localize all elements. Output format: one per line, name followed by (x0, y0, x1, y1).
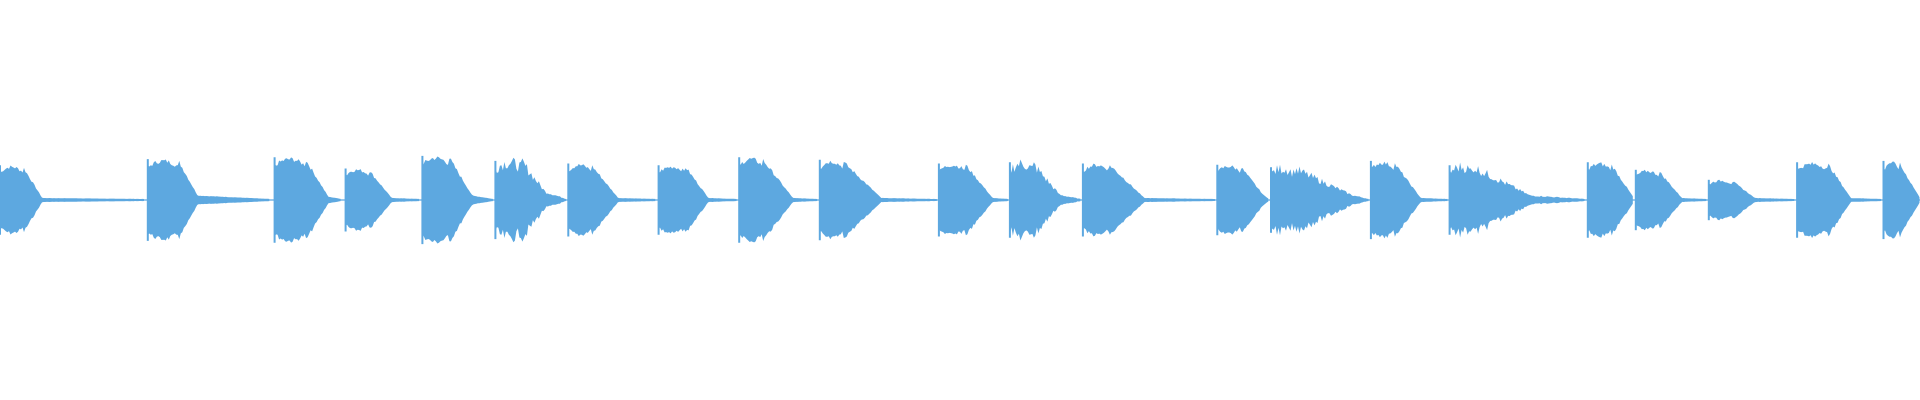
waveform-burst (1449, 162, 1585, 238)
waveform-burst (658, 166, 737, 234)
waveform-burst (938, 164, 1008, 236)
waveform-burst (1217, 165, 1269, 235)
waveform-bursts (0, 155, 1920, 245)
waveform-burst (274, 157, 341, 243)
waveform-burst (739, 157, 818, 243)
waveform-burst (1635, 169, 1707, 231)
waveform-burst (819, 160, 937, 240)
waveform-burst (1009, 159, 1081, 241)
waveform-burst (422, 156, 493, 244)
waveform-burst (1271, 164, 1369, 236)
waveform-burst (568, 163, 656, 237)
waveform-burst (1370, 161, 1448, 239)
waveform-burst (0, 165, 144, 235)
waveform-burst (1797, 162, 1882, 238)
waveform-burst (1708, 179, 1795, 221)
waveform-burst (147, 159, 270, 241)
waveform-burst (1082, 163, 1215, 237)
waveform-burst (345, 169, 420, 231)
waveform-burst (1883, 161, 1920, 239)
waveform-burst (1587, 162, 1633, 238)
waveform-burst (495, 157, 566, 243)
